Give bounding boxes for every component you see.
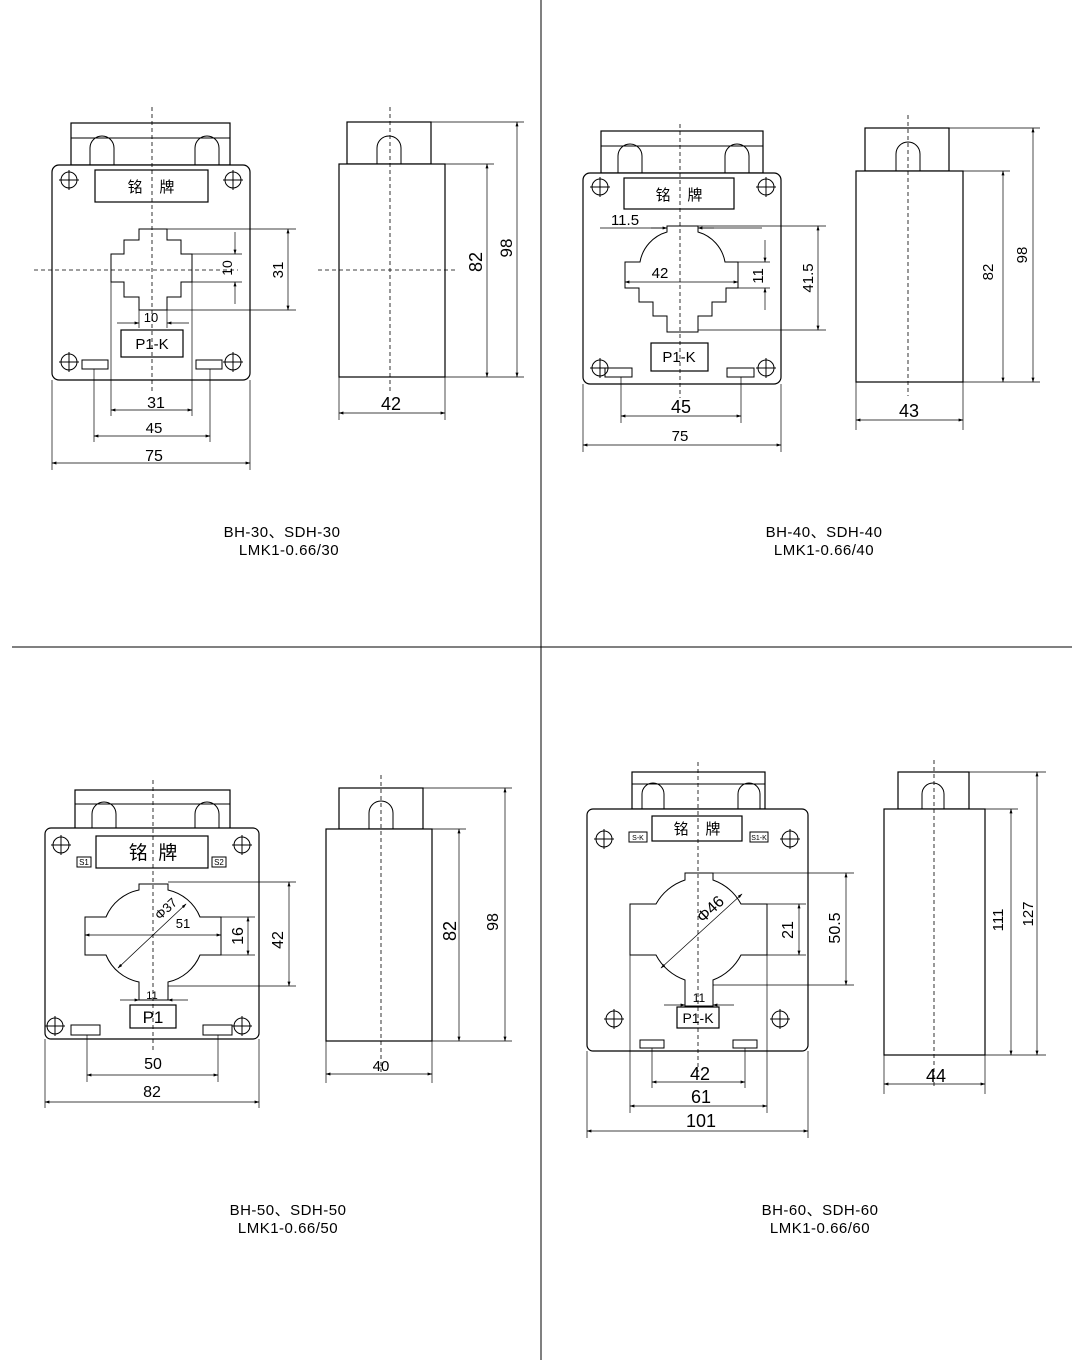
nameplate-label: 铭 牌 xyxy=(674,821,721,838)
caption-spec: LMK1-0.66/60 xyxy=(770,1220,870,1237)
dim-slot: 11 xyxy=(693,991,706,1005)
nameplate-label: 铭 牌 xyxy=(128,179,175,196)
dim-window-height: 50.5 xyxy=(827,912,844,943)
dim-depth: 40 xyxy=(373,1058,390,1075)
dim-slot: 11.5 xyxy=(611,212,639,229)
dim-side-body: 82 xyxy=(440,921,460,941)
dim-window-width: 51 xyxy=(176,916,190,931)
caption-model: BH-60、SDH-60 xyxy=(762,1202,879,1219)
caption-model: BH-50、SDH-50 xyxy=(230,1202,347,1219)
terminal-label: P1-K xyxy=(662,349,695,366)
terminal-s1: S1 xyxy=(79,858,89,867)
dim-slot-height: 10 xyxy=(219,260,235,276)
dim-width: 82 xyxy=(143,1084,161,1101)
dim-window-height: 31 xyxy=(270,262,287,279)
dim-slot: 11 xyxy=(146,990,157,1002)
caption-model: BH-30、SDH-30 xyxy=(224,524,341,541)
caption-spec: LMK1-0.66/30 xyxy=(239,542,339,559)
dim-window-height: 42 xyxy=(270,931,287,949)
dim-window-height: 41.5 xyxy=(800,263,817,292)
terminal-s2: S1-K xyxy=(751,835,767,842)
dim-depth: 43 xyxy=(899,401,919,421)
terminal-label: P1 xyxy=(143,1008,164,1027)
dim-slot-height: 21 xyxy=(780,921,797,939)
dim-side-body: 82 xyxy=(980,264,997,281)
diagram-bh30: 铭 牌 P1-K 10 31 10 31 45 xyxy=(34,107,524,559)
dim-side-total: 127 xyxy=(1020,901,1037,926)
dim-depth: 42 xyxy=(381,394,401,414)
diagram-bh60: 铭 牌 S-K S1-K P1-K Φ46 21 50.5 11 42 xyxy=(586,760,1046,1237)
dim-side-body: 82 xyxy=(466,252,486,272)
dim-side-total: 98 xyxy=(497,239,516,258)
dim-side-total: 98 xyxy=(485,913,502,931)
terminal-s2: S2 xyxy=(214,858,224,867)
dim-depth: 44 xyxy=(926,1066,946,1086)
caption-spec: LMK1-0.66/40 xyxy=(774,542,874,559)
dim-slot: 10 xyxy=(144,310,158,325)
dim-window-width: 31 xyxy=(147,395,165,412)
caption-model: BH-40、SDH-40 xyxy=(766,524,883,541)
dim-window-width: 42 xyxy=(652,265,669,282)
dim-slot-height: 16 xyxy=(230,927,247,945)
dim-width: 101 xyxy=(686,1111,716,1131)
dim-mount: 45 xyxy=(146,420,163,437)
caption-spec: LMK1-0.66/50 xyxy=(238,1220,338,1237)
dim-width: 75 xyxy=(672,428,689,445)
dim-mount: 50 xyxy=(144,1056,162,1073)
diagram-bh40: 铭 牌 P1-K 11.5 42 11 41.5 45 75 xyxy=(582,115,1040,559)
dim-slot-height: 11 xyxy=(750,268,767,284)
terminal-s1: S-K xyxy=(632,835,644,842)
dim-width: 75 xyxy=(145,448,163,465)
nameplate-label: 铭 牌 xyxy=(656,187,703,204)
dim-mount: 45 xyxy=(671,397,691,417)
dim-mount: 61 xyxy=(691,1087,711,1107)
dim-side-total: 98 xyxy=(1014,247,1031,264)
terminal-label: P1-K xyxy=(135,336,168,353)
dim-side-body: 111 xyxy=(990,909,1007,932)
dim-inner: 42 xyxy=(690,1064,710,1084)
diagram-bh50: 铭 牌 S1 S2 P1 Φ37 51 16 42 11 50 xyxy=(44,775,512,1237)
